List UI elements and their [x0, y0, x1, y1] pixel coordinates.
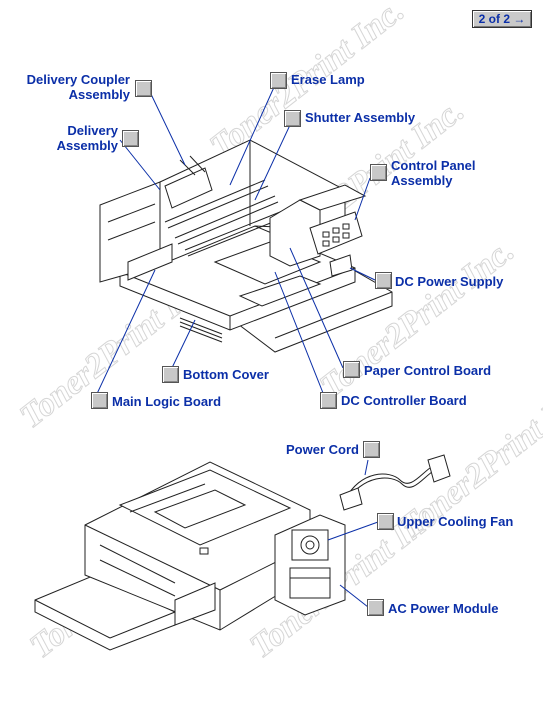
label-line: Delivery Coupler	[26, 72, 130, 87]
callout-delivery-assembly[interactable]	[122, 130, 139, 147]
leader-lines-top	[94, 84, 376, 399]
label-line: Assembly	[68, 87, 130, 102]
label-upper-cooling-fan: Upper Cooling Fan	[397, 514, 514, 529]
callout-control-panel-assembly[interactable]	[370, 164, 387, 181]
label-delivery-assembly: Delivery Assembly	[30, 123, 118, 153]
label-line: Assembly	[56, 138, 118, 153]
label-main-logic-board: Main Logic Board	[112, 394, 222, 409]
page-nav-button[interactable]: 2 of 2 →	[472, 10, 532, 28]
label-paper-control-board: Paper Control Board	[364, 363, 492, 378]
printer-exterior-drawing	[34, 454, 451, 651]
callout-erase-lamp[interactable]	[270, 72, 287, 89]
arrow-right-icon: →	[513, 12, 526, 26]
callout-power-cord[interactable]	[363, 441, 380, 458]
callout-bottom-cover[interactable]	[162, 366, 179, 383]
page-indicator: 2 of 2	[478, 12, 510, 26]
label-ac-power-module: AC Power Module	[388, 601, 499, 616]
bottom-vents	[179, 317, 223, 343]
callout-paper-control-board[interactable]	[343, 361, 360, 378]
label-power-cord: Power Cord	[286, 442, 359, 457]
label-delivery-coupler-assembly: Delivery Coupler Assembly	[20, 72, 130, 102]
label-control-panel-assembly: Control Panel Assembly	[391, 158, 476, 188]
callout-shutter-assembly[interactable]	[284, 110, 301, 127]
label-dc-controller-board: DC Controller Board	[341, 393, 467, 408]
label-line: Control Panel	[391, 158, 476, 173]
leader-lines-bottom	[327, 459, 379, 608]
label-dc-power-supply: DC Power Supply	[395, 274, 504, 289]
callout-upper-cooling-fan[interactable]	[377, 513, 394, 530]
label-erase-lamp: Erase Lamp	[291, 72, 365, 87]
label-line: Delivery	[67, 123, 118, 138]
callout-dc-power-supply[interactable]	[375, 272, 392, 289]
label-line: Assembly	[391, 173, 453, 188]
label-shutter-assembly: Shutter Assembly	[305, 110, 416, 125]
label-bottom-cover: Bottom Cover	[183, 367, 269, 382]
callout-dc-controller-board[interactable]	[320, 392, 337, 409]
callout-delivery-coupler-assembly[interactable]	[135, 80, 152, 97]
printer-internal-drawing	[99, 139, 393, 353]
callout-main-logic-board[interactable]	[91, 392, 108, 409]
callout-ac-power-module[interactable]	[367, 599, 384, 616]
